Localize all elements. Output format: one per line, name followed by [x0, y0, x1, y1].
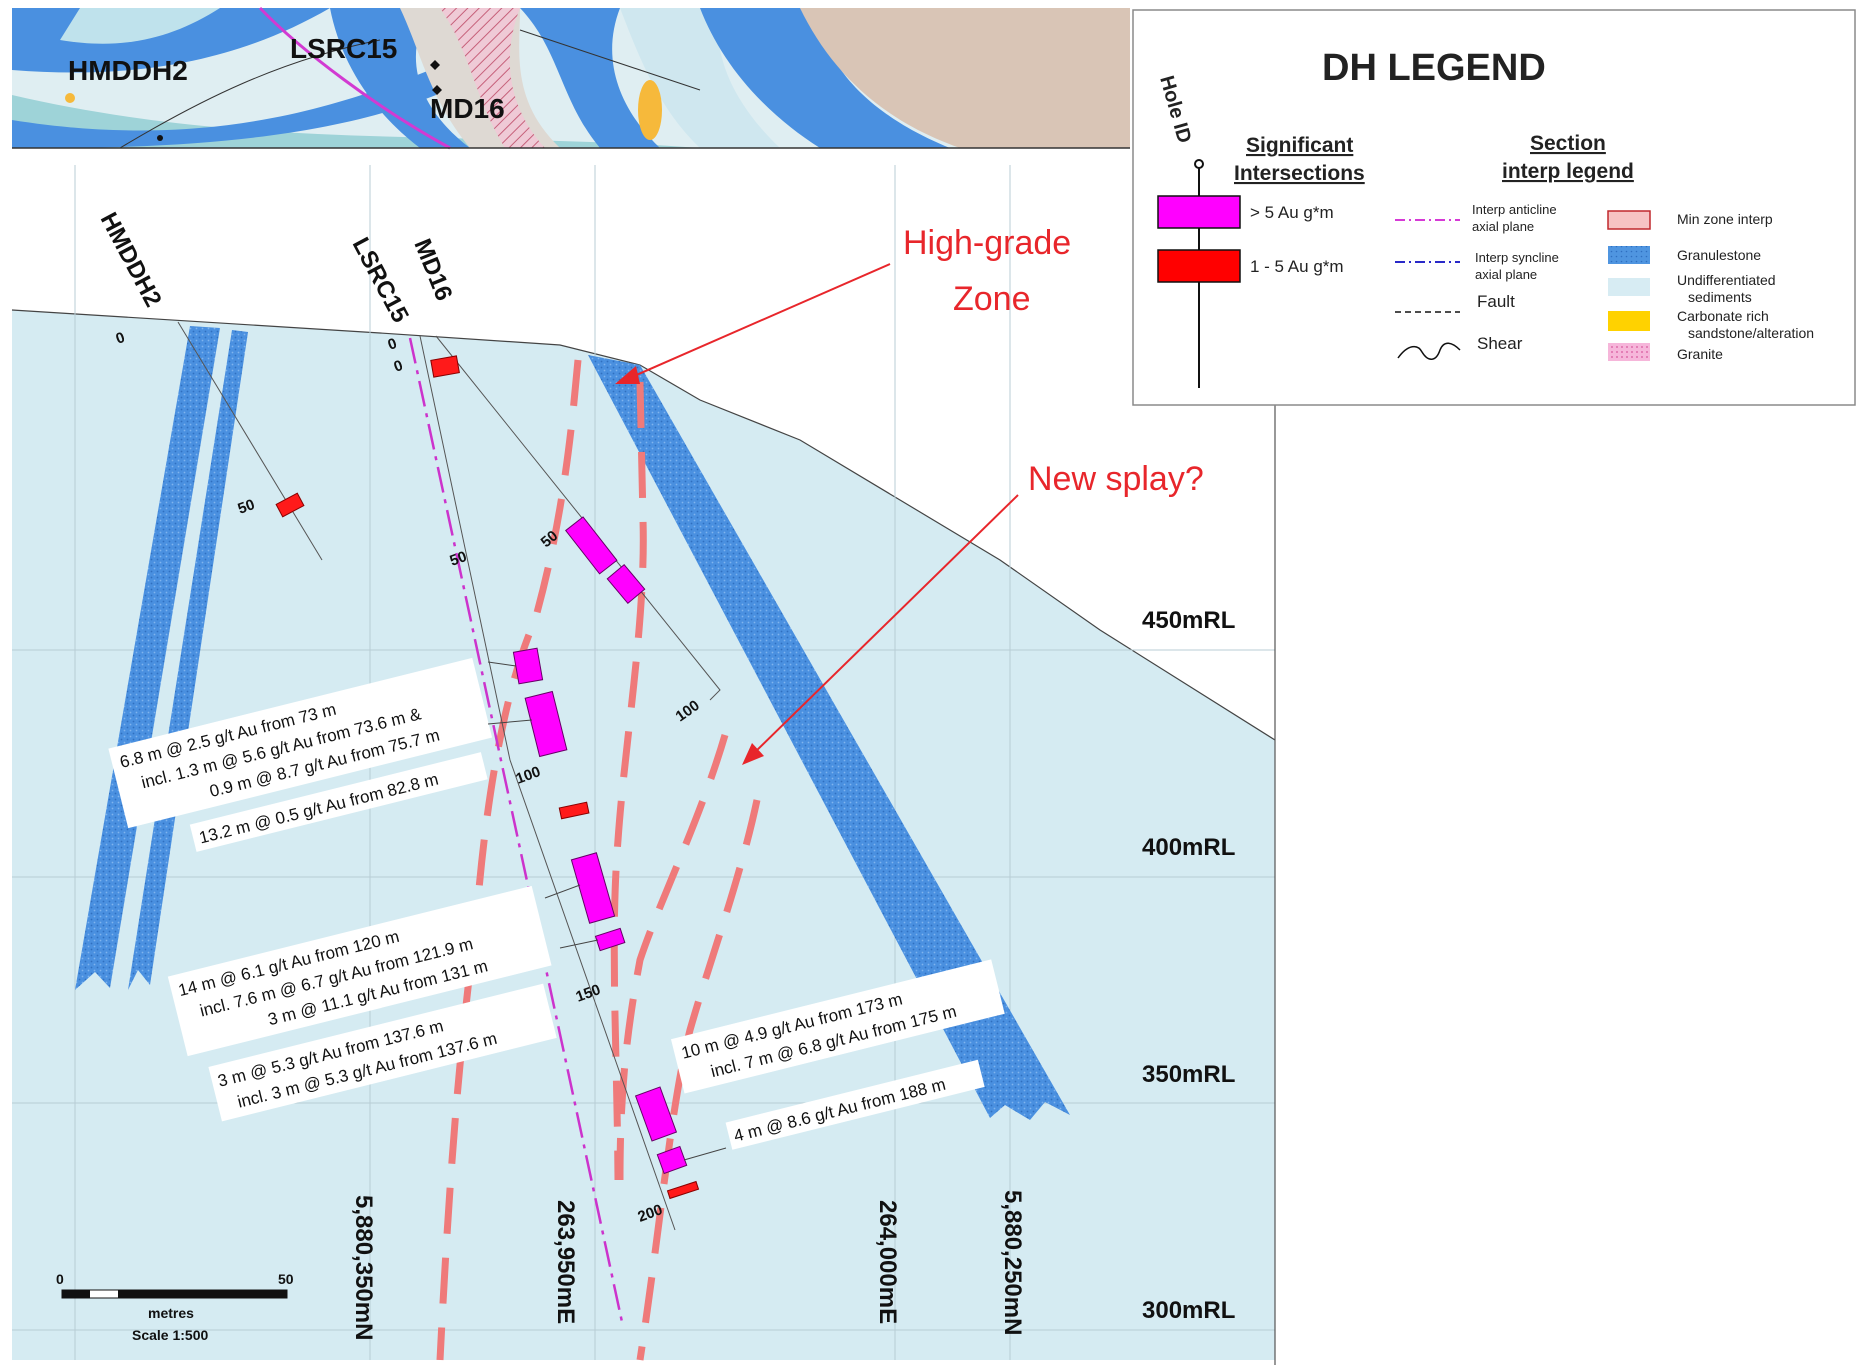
legend-fill-sediments	[1608, 278, 1650, 296]
rl-label-450: 450mRL	[1142, 607, 1235, 634]
legend-fill-granulestone-label: Granulestone	[1677, 247, 1761, 263]
grid-label-880350n: 5,880,350mN	[350, 1195, 377, 1340]
legend-swatch-high	[1157, 195, 1241, 229]
callout-high-grade-line2: Zone	[953, 280, 1031, 318]
legend-fill-min-zone-label: Min zone interp	[1677, 211, 1773, 227]
plan-strip: HMDDH2 LSRC15 MD16	[12, 6, 1130, 150]
cross-section: HMDDH2 LSRC15 MD16 0 50 0 50 100 150 200…	[11, 165, 1276, 1365]
legend-line-syncline-1: Interp syncline	[1475, 250, 1559, 265]
rl-label-300: 300mRL	[1142, 1297, 1235, 1324]
annotation-box-f	[725, 1059, 985, 1150]
depth-lsrc15-50: 50	[448, 548, 469, 570]
annotation-box-b	[189, 752, 488, 852]
legend-fill-sediments-label-2: sediments	[1688, 289, 1752, 305]
rl-label-400: 400mRL	[1142, 834, 1235, 861]
section-label-md16: MD16	[408, 235, 457, 304]
granulestone-band-3	[588, 355, 1070, 1120]
legend-section-header-1: Section	[1530, 132, 1606, 155]
legend-significant-header-1: Significant	[1246, 134, 1353, 157]
legend-significant-high: > 5 Au g*m	[1250, 203, 1334, 222]
legend-line-fault: Fault	[1477, 292, 1515, 311]
shear-line-icon	[1397, 342, 1461, 360]
callout-high-grade-line1: High-grade	[903, 224, 1071, 262]
section-label-lsrc15: LSRC15	[347, 233, 414, 327]
rl-label-350: 350mRL	[1142, 1061, 1235, 1088]
trace-hmddh2	[177, 321, 323, 561]
legend-section-header-2: interp legend	[1502, 160, 1634, 183]
legend-fill-carbonate-label-2: sandstone/alteration	[1688, 325, 1814, 341]
anticline-axial-plane-line	[408, 337, 624, 1323]
scale-end: 50	[278, 1271, 294, 1287]
scale-start: 0	[56, 1271, 64, 1287]
legend-title: DH LEGEND	[1322, 47, 1546, 89]
section-label-hmddh2: HMDDH2	[95, 208, 167, 311]
annotation-box-d	[208, 983, 557, 1122]
legend-fill-granite-label: Granite	[1677, 346, 1723, 362]
scale-bar: 0 50 metres Scale 1:500	[56, 1271, 294, 1343]
granulestone-band-2	[128, 330, 248, 990]
callout-new-splay: New splay?	[1028, 460, 1204, 498]
legend-line-syncline-2: axial plane	[1475, 267, 1537, 282]
legend-fill-sediments-label-1: Undifferentiated	[1677, 272, 1776, 288]
legend-fill-carbonate-label-1: Carbonate rich	[1677, 308, 1769, 324]
annotation-box-c	[167, 885, 552, 1057]
dh-legend: DH LEGEND Hole ID Significant Intersecti…	[1132, 9, 1856, 406]
depth-hmddh2-50: 50	[236, 496, 257, 518]
intersection-marks	[275, 355, 700, 1200]
legend-swatch-low	[1157, 249, 1241, 283]
legend-line-shear: Shear	[1477, 334, 1523, 353]
legend-line-anticline-2: axial plane	[1472, 219, 1534, 234]
grid-label-880250n: 5,880,250mN	[999, 1190, 1026, 1335]
legend-significant-header-2: Intersections	[1234, 162, 1365, 185]
legend-line-anticline-1: Interp anticline	[1472, 202, 1557, 217]
plan-label-hmddh2: HMDDH2	[68, 55, 188, 86]
annotation-box-a	[108, 657, 493, 829]
legend-fill-granulestone	[1608, 246, 1650, 264]
granulestone-band-1	[75, 326, 220, 990]
plan-label-lsrc15: LSRC15	[290, 33, 397, 64]
trace-lsrc15	[419, 335, 676, 1231]
grid-label-263950e: 263,950mE	[552, 1200, 579, 1324]
scale-ratio: Scale 1:500	[132, 1327, 208, 1343]
legend-fill-carbonate	[1608, 311, 1650, 331]
scale-unit: metres	[148, 1305, 194, 1321]
plan-label-md16: MD16	[430, 93, 505, 124]
legend-significant-low: 1 - 5 Au g*m	[1250, 257, 1344, 276]
annotation-box-e	[670, 959, 1005, 1094]
legend-fill-granite	[1608, 343, 1650, 361]
grid-label-264000e: 264,000mE	[874, 1200, 901, 1324]
trace-md16	[435, 335, 721, 701]
legend-fill-min-zone	[1607, 210, 1651, 230]
